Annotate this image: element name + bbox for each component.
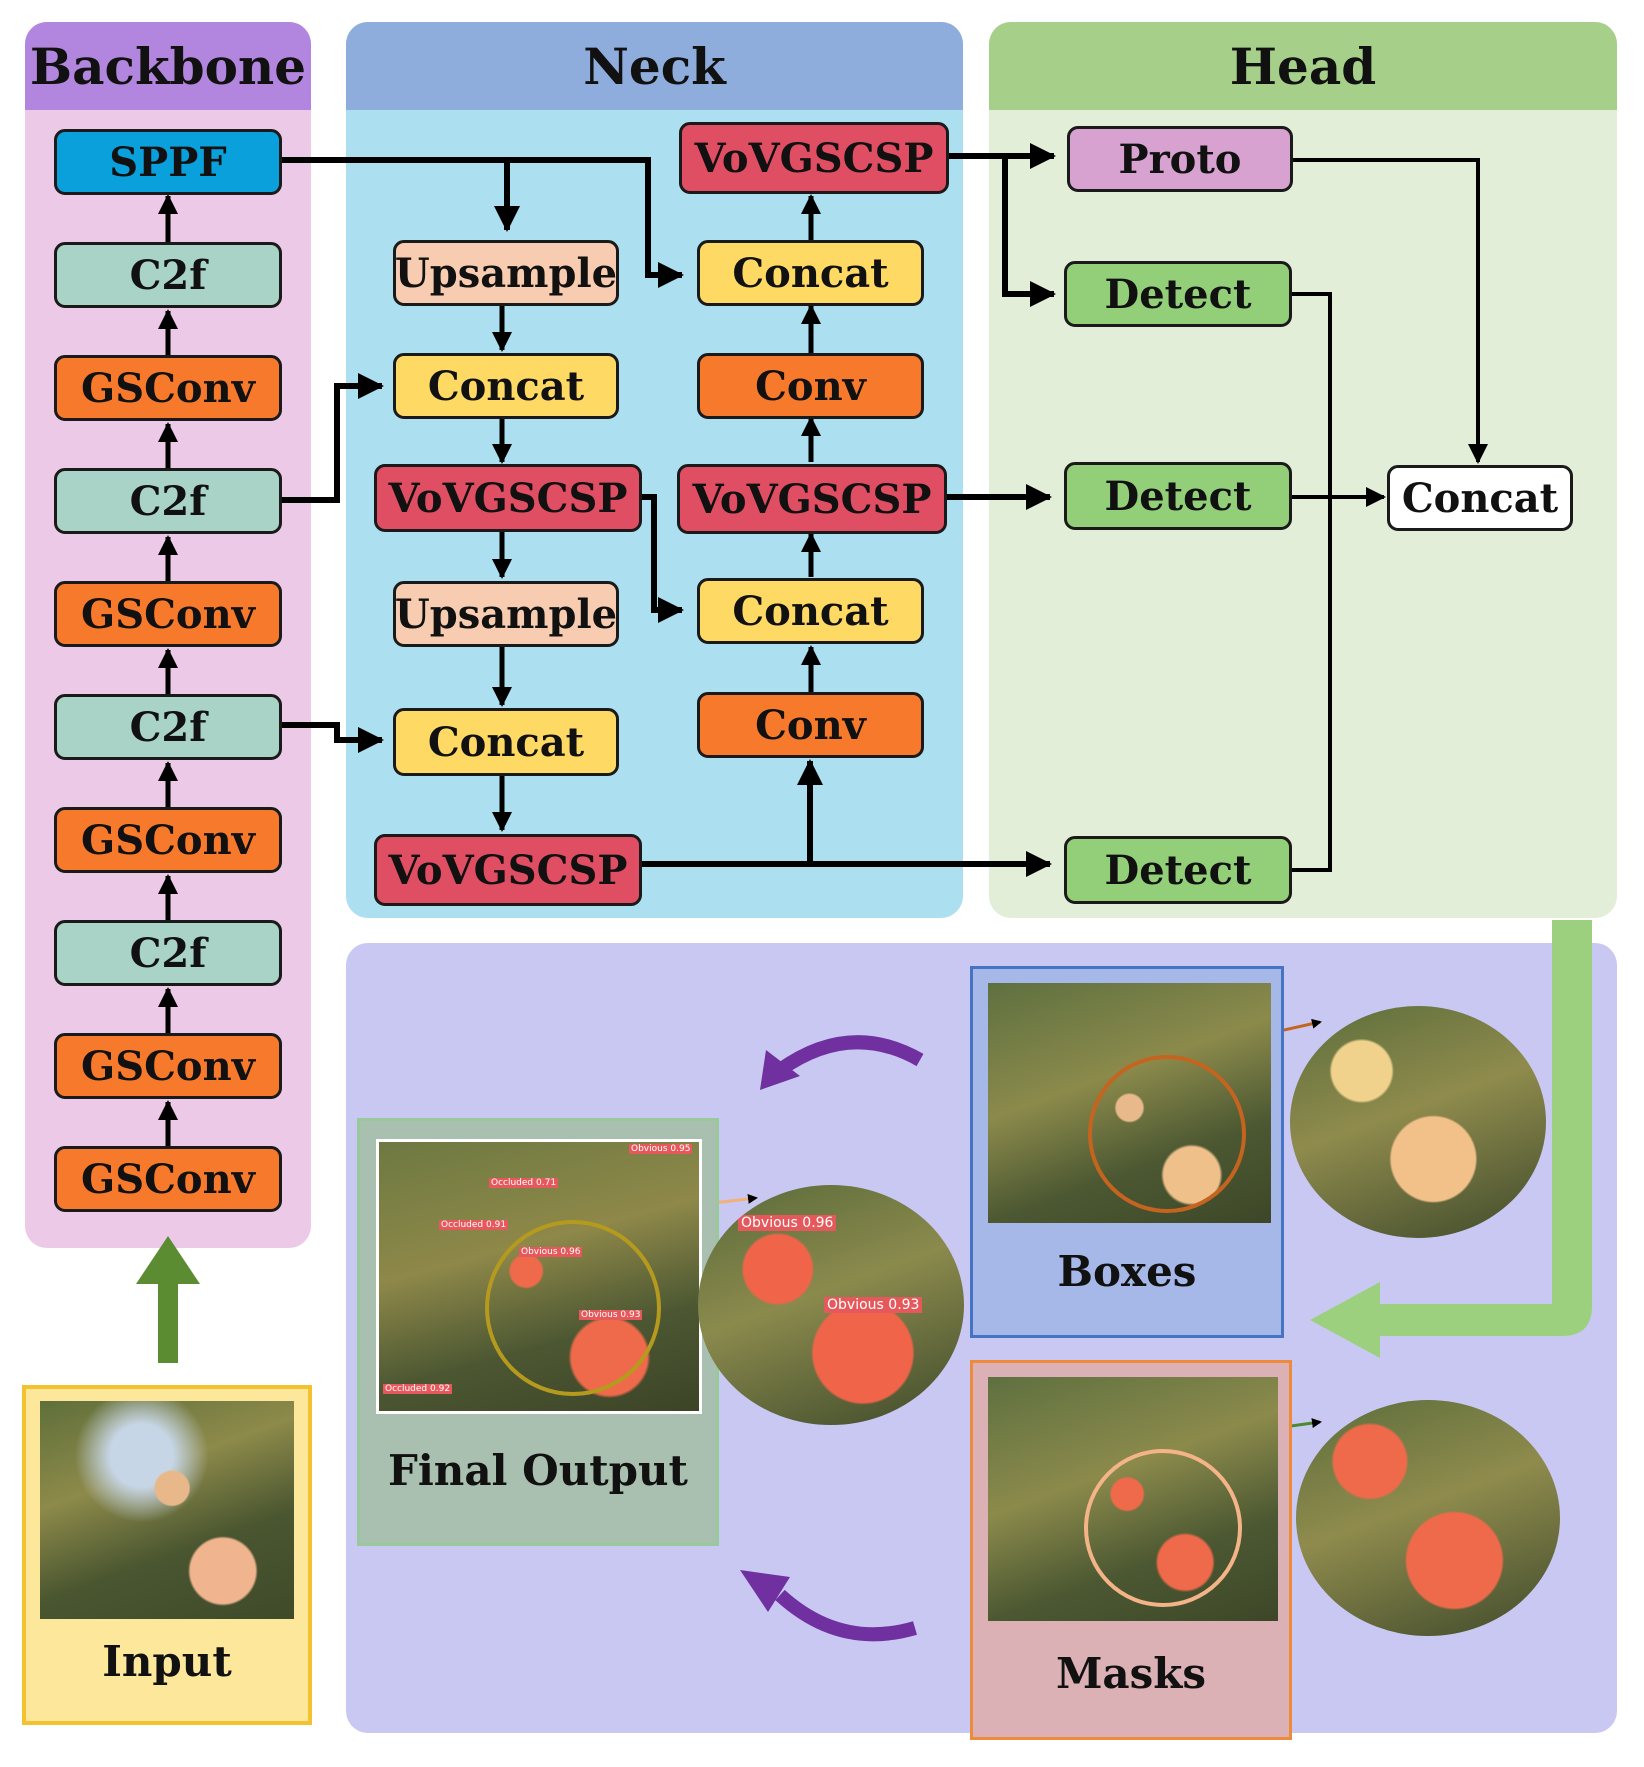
gsconv-block-2: GSConv [54,1033,282,1099]
gsconv-block-1: GSConv [54,1146,282,1212]
boxes-photo [988,983,1271,1223]
masks-zoom [1296,1400,1560,1636]
gsconv-block-3: GSConv [54,807,282,873]
concat-block-top: Concat [697,240,924,306]
c2f-block-2: C2f [54,694,282,760]
detection-label: Occluded 0.71 [489,1178,559,1188]
vovgscsp-block-mid: VoVGSCSP [677,464,947,534]
final-output-label: Final Output [388,1446,688,1495]
final-output-photo: Occluded 0.71 Occluded 0.91 Obvious 0.95… [376,1139,702,1414]
final-output-panel: Occluded 0.71 Occluded 0.91 Obvious 0.95… [357,1118,719,1546]
c2f-block-3: C2f [54,468,282,534]
boxes-panel: Boxes [970,966,1284,1338]
conv-block-top: Conv [697,353,924,419]
detection-label: Obvious 0.93 [579,1310,643,1320]
zoom-detection-label: Obvious 0.96 [738,1215,837,1231]
concat-block-1: Concat [393,353,619,419]
vovgscsp-block-1: VoVGSCSP [374,464,642,532]
gsconv-block-4: GSConv [54,581,282,647]
detect-block-2: Detect [1064,462,1292,530]
backbone-title: Backbone [25,22,311,110]
masks-panel: Masks [970,1360,1292,1740]
flow-arrows [136,920,1592,1363]
boxes-circle [1088,1055,1246,1213]
detect-block-3: Detect [1064,836,1292,904]
input-panel: Input [22,1385,312,1725]
c2f-block-1: C2f [54,920,282,986]
detection-label: Occluded 0.92 [383,1384,453,1394]
concat-block-mid: Concat [697,578,924,644]
gsconv-block-5: GSConv [54,355,282,421]
head-concat-block: Concat [1387,465,1573,531]
boxes-zoom [1290,1006,1546,1238]
final-output-zoom: Obvious 0.96 Obvious 0.93 [698,1185,964,1425]
sppf-block: SPPF [54,129,282,195]
masks-label: Masks [1055,1649,1207,1698]
input-photo [40,1401,294,1619]
zoom-detection-label: Obvious 0.93 [824,1297,923,1313]
upsample-block-2: Upsample [393,581,619,647]
detection-circle [485,1220,661,1396]
neck-title: Neck [346,22,963,110]
c2f-block-4: C2f [54,242,282,308]
curved-arrows [775,1035,924,1642]
input-label: Input [102,1637,232,1686]
head-title: Head [989,22,1617,110]
detection-label: Obvious 0.95 [629,1144,693,1154]
masks-photo [988,1377,1278,1621]
detection-label: Occluded 0.91 [439,1220,509,1230]
proto-block: Proto [1067,126,1293,192]
detection-label: Obvious 0.96 [519,1247,583,1257]
concat-block-2: Concat [393,708,619,776]
masks-circle [1084,1449,1242,1607]
conv-block-bottom: Conv [697,692,924,758]
upsample-block-1: Upsample [393,240,619,306]
vovgscsp-block-2: VoVGSCSP [374,834,642,906]
detect-block-1: Detect [1064,261,1292,327]
boxes-label: Boxes [1057,1247,1197,1296]
vovgscsp-block-top: VoVGSCSP [679,122,949,194]
